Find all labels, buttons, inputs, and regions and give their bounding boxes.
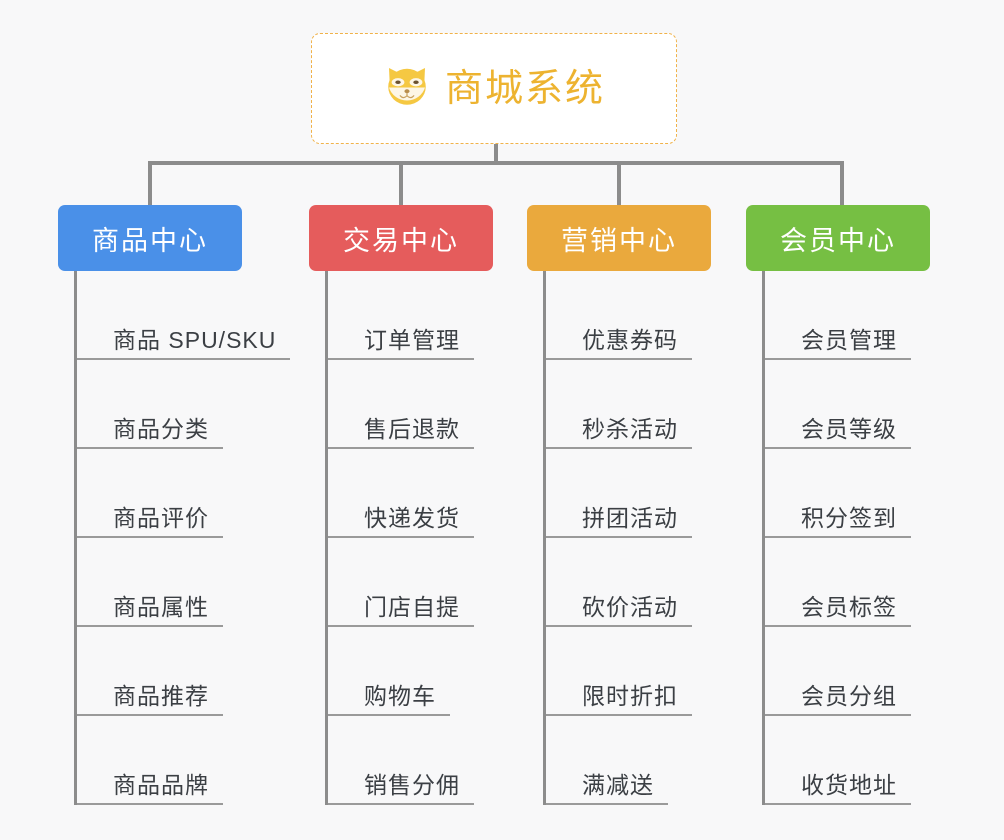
branch-drop-connector-1 (148, 161, 152, 207)
leaf-label: 订单管理 (364, 326, 460, 353)
leaf-underline (765, 803, 911, 805)
leaf-item[interactable]: 快递发货 (328, 449, 474, 538)
leaf-underline (77, 714, 223, 716)
horizontal-bus-connector (148, 161, 844, 165)
leaf-item[interactable]: 商品属性 (77, 538, 223, 627)
leaf-underline (77, 625, 223, 627)
leaf-underline (765, 358, 911, 360)
leaf-underline (546, 536, 692, 538)
leaf-item[interactable]: 商品推荐 (77, 627, 223, 716)
leaf-item[interactable]: 积分签到 (765, 449, 911, 538)
leaf-label: 会员标签 (801, 593, 897, 620)
leaf-item[interactable]: 优惠券码 (546, 271, 692, 360)
leaf-underline (546, 447, 692, 449)
leaf-label: 砍价活动 (582, 593, 678, 620)
leaf-item[interactable]: 商品品牌 (77, 716, 223, 805)
root-node[interactable]: 商城系统 (311, 33, 677, 144)
leaf-label: 会员分组 (801, 682, 897, 709)
leaf-label: 满减送 (582, 771, 654, 798)
leaf-item[interactable]: 购物车 (328, 627, 450, 716)
leaf-underline (328, 536, 474, 538)
leaf-label: 优惠券码 (582, 326, 678, 353)
leaf-underline (77, 358, 291, 360)
leaf-item[interactable]: 会员等级 (765, 360, 911, 449)
leaf-item[interactable]: 商品评价 (77, 449, 223, 538)
leaf-item[interactable]: 销售分佣 (328, 716, 474, 805)
branch-label: 营销中心 (561, 225, 677, 256)
leaf-label: 商品评价 (113, 504, 209, 531)
leaf-item[interactable]: 满减送 (546, 716, 668, 805)
leaf-label: 拼团活动 (582, 504, 678, 531)
root-title: 商城系统 (444, 67, 605, 110)
leaf-label: 门店自提 (364, 593, 460, 620)
leaf-item[interactable]: 限时折扣 (546, 627, 692, 716)
branch-box-会员中心[interactable]: 会员中心 (746, 205, 930, 271)
branch-box-交易中心[interactable]: 交易中心 (309, 205, 493, 271)
leaf-underline (77, 536, 223, 538)
leaf-item[interactable]: 商品分类 (77, 360, 223, 449)
leaf-label: 会员等级 (801, 415, 897, 442)
leaf-underline (546, 358, 692, 360)
leaf-label: 商品推荐 (113, 682, 209, 709)
leaf-underline (328, 714, 450, 716)
leaf-label: 收货地址 (801, 771, 897, 798)
leaf-underline (765, 536, 911, 538)
leaf-item[interactable]: 会员管理 (765, 271, 911, 360)
leaf-underline (77, 803, 223, 805)
shiba-dog-icon (383, 62, 431, 115)
leaf-label: 商品 SPU/SKU (113, 326, 277, 353)
leaf-label: 售后退款 (364, 415, 460, 442)
leaf-spine (762, 271, 765, 805)
leaf-label: 快递发货 (364, 504, 460, 531)
leaf-item[interactable]: 会员分组 (765, 627, 911, 716)
branch-label: 商品中心 (92, 225, 208, 256)
branch-drop-connector-2 (399, 161, 403, 207)
leaf-underline (765, 625, 911, 627)
leaf-underline (765, 714, 911, 716)
leaf-underline (546, 625, 692, 627)
leaf-spine (543, 271, 546, 805)
leaf-label: 秒杀活动 (582, 415, 678, 442)
leaf-label: 积分签到 (801, 504, 897, 531)
leaf-underline (546, 803, 668, 805)
leaf-label: 销售分佣 (364, 771, 460, 798)
leaf-label: 商品属性 (113, 593, 209, 620)
leaf-underline (328, 447, 474, 449)
leaf-underline (328, 803, 474, 805)
root-stem-connector (494, 144, 498, 163)
branch-drop-connector-3 (617, 161, 621, 207)
leaf-item[interactable]: 砍价活动 (546, 538, 692, 627)
branch-box-营销中心[interactable]: 营销中心 (527, 205, 711, 271)
leaf-label: 限时折扣 (582, 682, 678, 709)
leaf-underline (328, 358, 474, 360)
leaf-spine (74, 271, 77, 805)
leaf-item[interactable]: 门店自提 (328, 538, 474, 627)
leaf-item[interactable]: 会员标签 (765, 538, 911, 627)
leaf-label: 商品分类 (113, 415, 209, 442)
leaf-underline (328, 625, 474, 627)
leaf-underline (77, 447, 223, 449)
leaf-item[interactable]: 收货地址 (765, 716, 911, 805)
leaf-item[interactable]: 商品 SPU/SKU (77, 271, 291, 360)
leaf-item[interactable]: 秒杀活动 (546, 360, 692, 449)
leaf-item[interactable]: 拼团活动 (546, 449, 692, 538)
leaf-label: 会员管理 (801, 326, 897, 353)
leaf-label: 商品品牌 (113, 771, 209, 798)
branch-box-商品中心[interactable]: 商品中心 (58, 205, 242, 271)
leaf-spine (325, 271, 328, 805)
branch-label: 交易中心 (343, 225, 459, 256)
leaf-item[interactable]: 订单管理 (328, 271, 474, 360)
leaf-underline (546, 714, 692, 716)
branch-label: 会员中心 (780, 225, 896, 256)
branch-drop-connector-4 (840, 161, 844, 207)
leaf-label: 购物车 (364, 682, 436, 709)
leaf-underline (765, 447, 911, 449)
leaf-item[interactable]: 售后退款 (328, 360, 474, 449)
